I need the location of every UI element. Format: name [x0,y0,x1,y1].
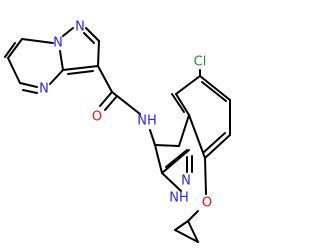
bond [174,220,189,231]
bond [175,75,201,95]
bond [154,144,163,174]
atom-label-nh-pyrazole: NH [169,191,189,206]
bond [99,91,113,107]
bond [154,144,180,147]
bond [97,40,100,67]
bond [178,114,190,147]
bond [201,81,227,102]
bond [22,89,38,94]
bond [21,38,54,44]
bond [161,172,182,192]
bond [174,229,199,243]
atom-labels: N N N O NH Cl N NH O [39,20,212,211]
bond [7,57,21,84]
atom-label-cl: Cl [194,55,207,70]
bond [4,42,16,58]
bond [62,65,99,71]
bond [19,82,38,88]
bond [97,65,113,93]
atom-label-n-bridge: N [53,36,63,51]
bonds [4,27,231,243]
atom-label-n-pyrazole-lower: N [181,174,191,189]
atom-label-nh-amide: NH [137,114,157,129]
bond [161,149,190,174]
molecule-structure: N N N O NH Cl N NH O [4,20,231,243]
bond [49,69,64,85]
bond [62,27,74,37]
bond [149,129,156,146]
bond [165,149,188,168]
bond [187,220,199,243]
bond [175,93,190,116]
bond [188,114,206,159]
bond [67,70,94,75]
bond [171,93,185,113]
bond [203,132,226,153]
bond [59,50,64,71]
bond [85,27,100,42]
atom-label-n-pyrazole-top: N [75,20,85,35]
atom-label-o-carbonyl: O [92,110,102,125]
bond [7,38,23,59]
bond [204,134,231,159]
bond [204,157,207,195]
bond [187,210,199,222]
bond [83,32,95,44]
atom-label-o-ether: O [202,196,212,211]
atom-label-n-pyrimidine: N [39,82,49,97]
bond [111,91,141,115]
bond [199,75,231,101]
bond [104,95,118,111]
